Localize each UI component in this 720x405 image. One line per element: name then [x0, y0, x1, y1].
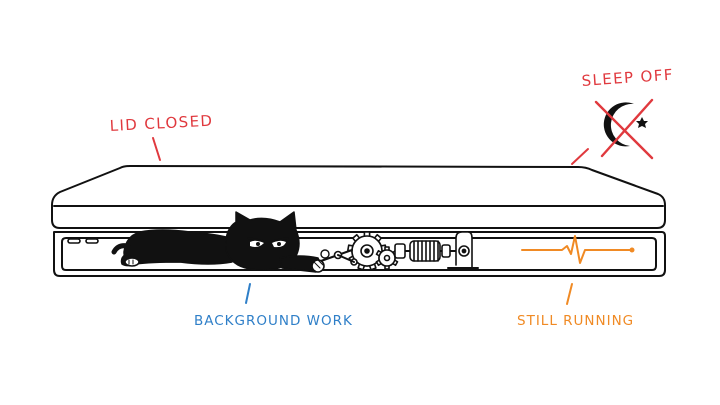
sleep-off-label: SLEEP OFF — [581, 66, 674, 90]
lid-closed-label: LID CLOSED — [109, 112, 214, 135]
crossed-out-moon-and-star-icon — [594, 98, 654, 160]
cross-out-mark — [594, 98, 654, 160]
support-bracket — [447, 231, 479, 269]
still-running-label: STILL RUNNING — [517, 313, 634, 329]
moon-icon — [603, 102, 634, 147]
black-cat-illustration — [111, 211, 330, 273]
cat-body — [123, 229, 233, 265]
axle-coupler — [441, 244, 451, 258]
cat-gripping-paw — [311, 249, 330, 273]
sleep-off-pointer — [571, 148, 589, 165]
coil-spring — [409, 240, 441, 262]
lid-closed-pointer — [152, 137, 161, 161]
cat-eyes — [247, 237, 289, 248]
cat-tail — [111, 243, 131, 255]
background-work-label: BACKGROUND WORK — [194, 313, 353, 329]
still-running-pointer — [566, 283, 573, 305]
base-inner-opening — [61, 237, 657, 271]
cat-front-paw — [124, 257, 140, 267]
background-work-pointer — [245, 283, 251, 304]
heartbeat-line-icon — [521, 235, 635, 264]
port-usb-1 — [67, 238, 81, 244]
gears-and-spring-mechanism — [317, 231, 479, 271]
laptop-lid — [51, 165, 666, 229]
star-icon — [636, 117, 648, 128]
axle-collar — [394, 243, 406, 259]
pointer-ticks — [152, 137, 589, 305]
port-usb-2 — [85, 238, 99, 244]
